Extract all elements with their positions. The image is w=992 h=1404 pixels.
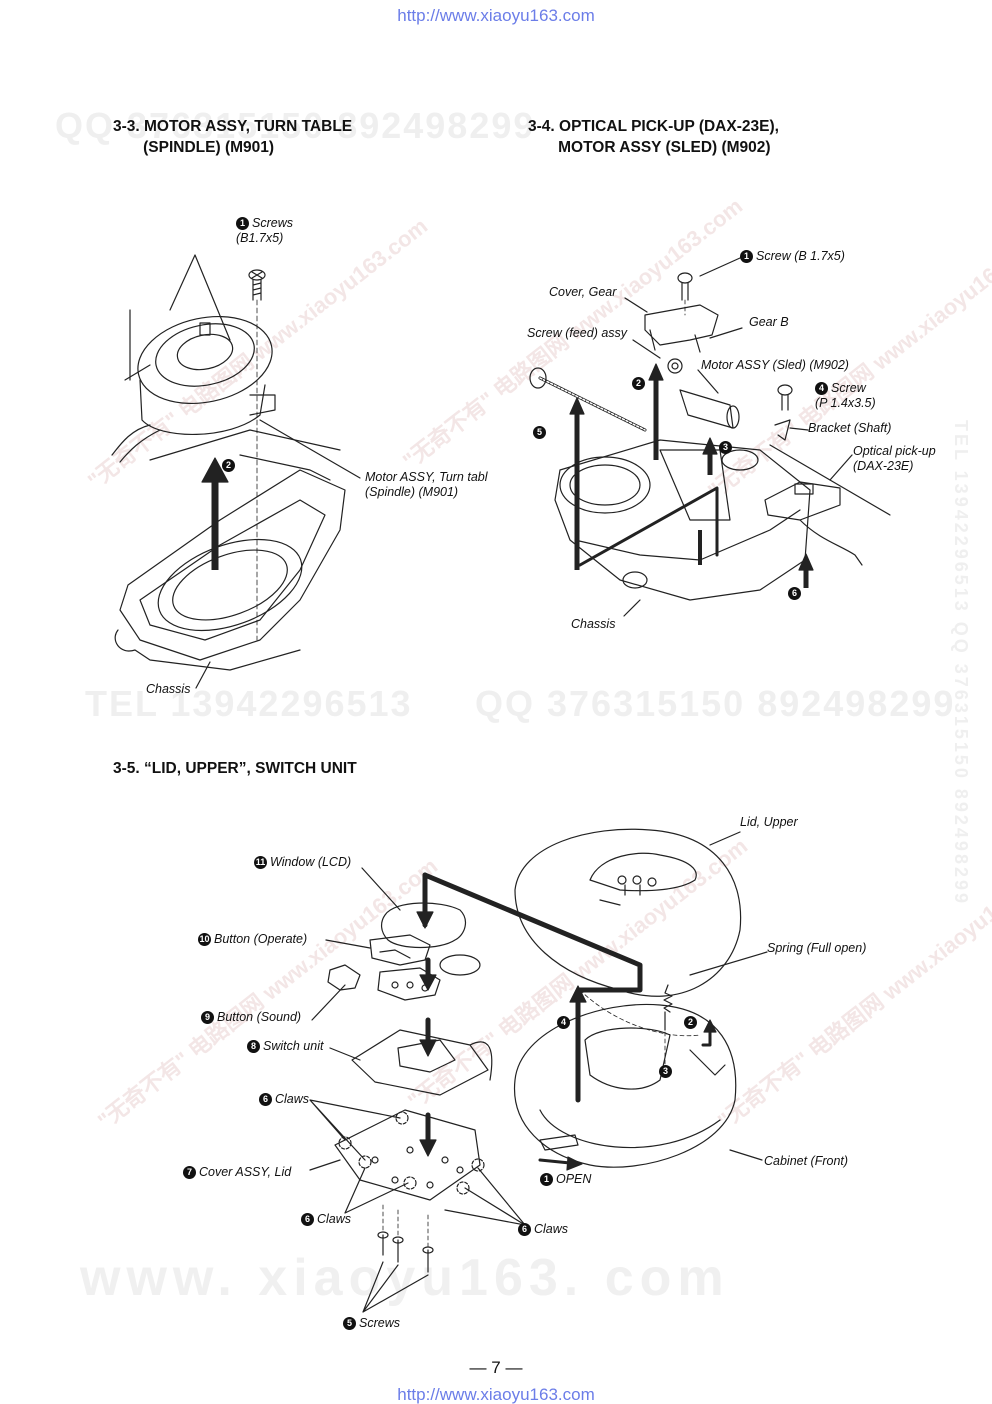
step-number-badge: 3 bbox=[719, 441, 732, 454]
step-number-badge: 6 bbox=[259, 1093, 272, 1106]
motor-turntable-diagram bbox=[111, 254, 361, 689]
step-number-badge: 5 bbox=[343, 1317, 356, 1330]
step-number-badge: 4 bbox=[815, 382, 828, 395]
label-text: OPEN bbox=[556, 1172, 592, 1186]
label-bracket-shaft: Bracket (Shaft) bbox=[808, 421, 892, 435]
step-number-badge: 8 bbox=[247, 1040, 260, 1053]
label-screw-feed-assy: Screw (feed) assy bbox=[527, 326, 628, 340]
label-text: Screw (P 1.4x3.5) bbox=[815, 381, 876, 410]
step-number-badge: 2 bbox=[684, 1016, 697, 1029]
step-number-badge: 1 bbox=[236, 217, 249, 230]
label-text: Button (Sound) bbox=[217, 1010, 302, 1024]
step-2-badge-3-4: 2 bbox=[632, 376, 648, 391]
footer-url[interactable]: http://www.xiaoyu163.com bbox=[397, 1385, 595, 1404]
step-number-badge: 3 bbox=[659, 1065, 672, 1078]
step-number-badge: 6 bbox=[788, 587, 801, 600]
label-spring-full-open: Spring (Full open) bbox=[767, 941, 867, 955]
label-gear-b: Gear B bbox=[749, 315, 789, 329]
label-text: Button (Operate) bbox=[214, 932, 308, 946]
step-2-badge-3-3: 2 bbox=[222, 458, 238, 473]
step-number-badge: 1 bbox=[540, 1173, 553, 1186]
step-number-badge: 7 bbox=[183, 1166, 196, 1179]
label-optical-pickup: Optical pick-up (DAX-23E) bbox=[853, 444, 936, 473]
step-number-badge: 2 bbox=[222, 459, 235, 472]
section-title-3-3: 3-3. MOTOR ASSY, TURN TABLE (SPINDLE) (M… bbox=[113, 118, 353, 156]
step-4-badge-3-5: 4 bbox=[557, 1015, 573, 1030]
label-cabinet-front: Cabinet (Front) bbox=[764, 1154, 849, 1168]
label-motor-assy-turn-table: Motor ASSY, Turn tabl (Spindle) (M901) bbox=[365, 470, 488, 499]
label-text: Cover ASSY, Lid bbox=[199, 1165, 292, 1179]
step-number-badge: 4 bbox=[557, 1016, 570, 1029]
step-number-badge: 10 bbox=[198, 933, 211, 946]
step-5-badge-3-4: 5 bbox=[533, 425, 549, 440]
step-number-badge: 6 bbox=[301, 1213, 314, 1226]
step-number-badge: 6 bbox=[518, 1223, 531, 1236]
step-number-badge: 9 bbox=[201, 1011, 214, 1024]
label-text: Screws (B1.7x5) bbox=[236, 216, 293, 245]
label-motor-assy-sled: Motor ASSY (Sled) (M902) bbox=[701, 358, 849, 372]
step-3-badge-3-4: 3 bbox=[719, 440, 735, 455]
label-text: Claws bbox=[317, 1212, 352, 1226]
optical-pickup-diagram bbox=[529, 257, 891, 617]
step-2-badge-3-5: 2 bbox=[684, 1015, 700, 1030]
label-text: Screws bbox=[359, 1316, 400, 1330]
step-number-badge: 11 bbox=[254, 856, 267, 869]
section-title-3-4: 3-4. OPTICAL PICK-UP (DAX-23E), MOTOR AS… bbox=[528, 118, 779, 156]
step-number-badge: 5 bbox=[533, 426, 546, 439]
label-chassis-3-3: Chassis bbox=[146, 682, 191, 696]
label-text: Claws bbox=[275, 1092, 310, 1106]
label-cover-gear: Cover, Gear bbox=[549, 285, 617, 299]
page-number: — 7 — bbox=[469, 1358, 523, 1377]
label-text: Window (LCD) bbox=[270, 855, 352, 869]
step-number-badge: 2 bbox=[632, 377, 645, 390]
header-url[interactable]: http://www.xiaoyu163.com bbox=[397, 6, 595, 25]
label-text: Screw (B 1.7x5) bbox=[756, 249, 845, 263]
section-title-3-5: 3-5. “LID, UPPER”, SWITCH UNIT bbox=[113, 760, 357, 777]
step-6-badge-3-4: 6 bbox=[788, 586, 804, 601]
step-number-badge: 1 bbox=[740, 250, 753, 263]
label-chassis-3-4: Chassis bbox=[571, 617, 616, 631]
lid-switch-diagram bbox=[309, 828, 768, 1313]
label-lid-upper: Lid, Upper bbox=[740, 815, 798, 829]
label-text: Claws bbox=[534, 1222, 569, 1236]
label-text: Switch unit bbox=[263, 1039, 324, 1053]
step-3-badge-3-5: 3 bbox=[659, 1064, 675, 1079]
